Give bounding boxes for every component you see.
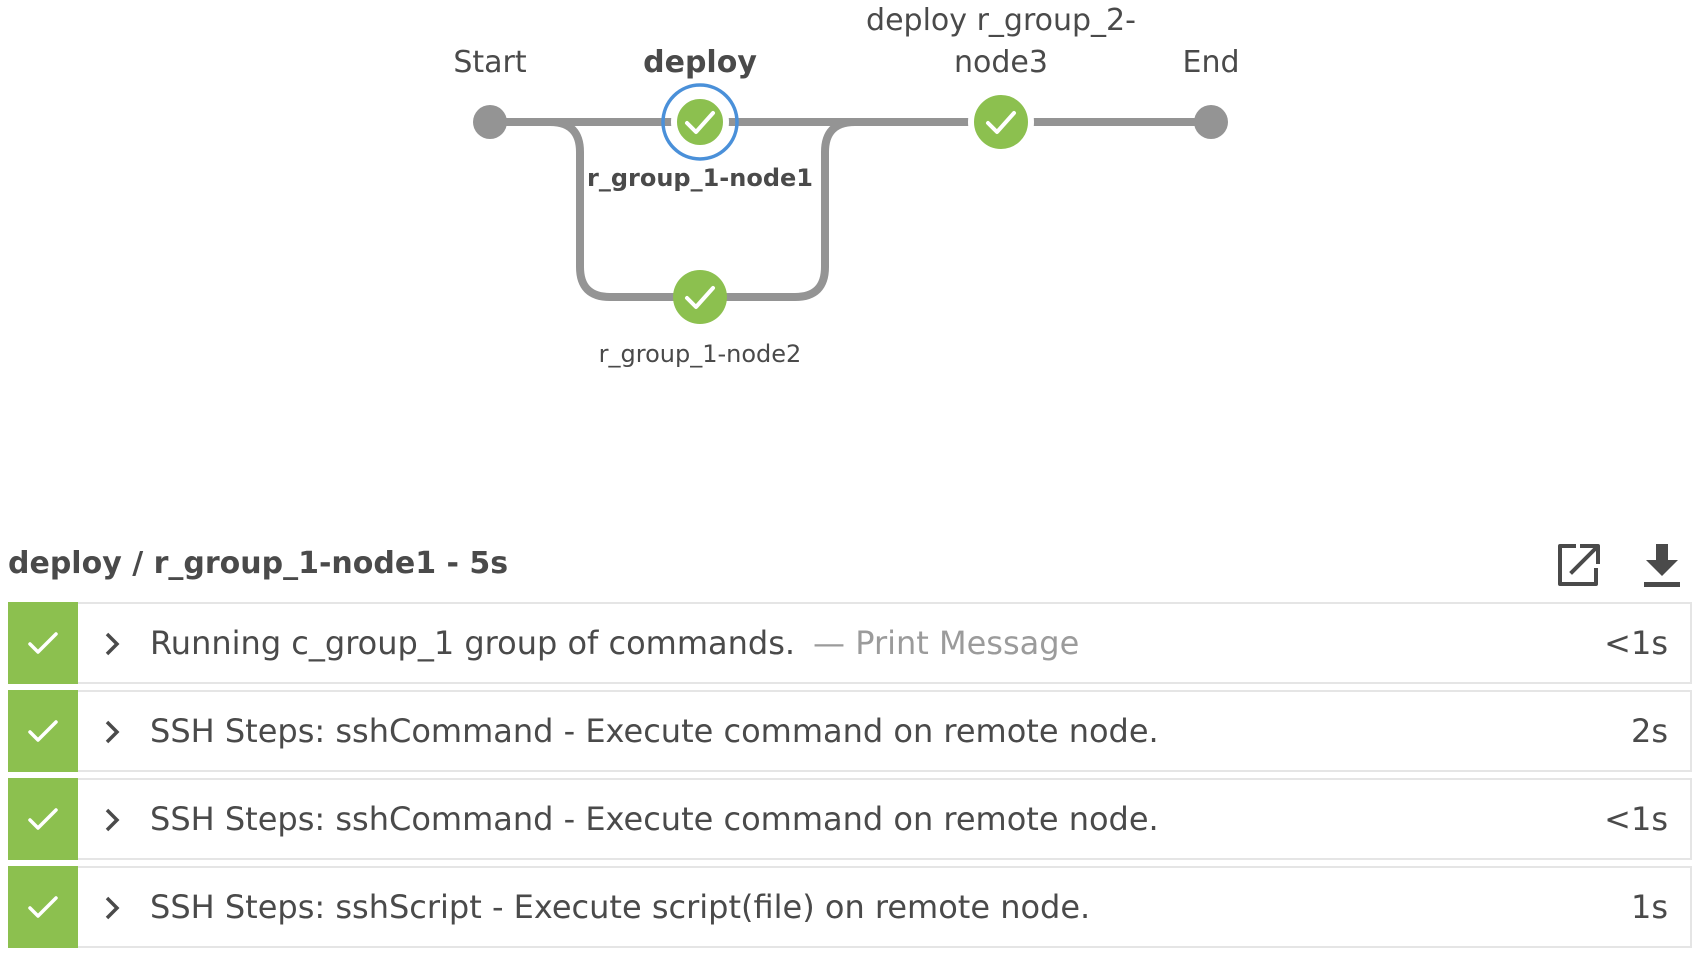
step-duration: 1s bbox=[1630, 888, 1668, 926]
step-duration: 2s bbox=[1630, 712, 1668, 750]
check-icon bbox=[28, 808, 58, 830]
step-title: SSH Steps: sshCommand - Execute command … bbox=[150, 712, 1159, 750]
check-icon bbox=[28, 896, 58, 918]
step-duration: <1s bbox=[1604, 624, 1668, 662]
stage-label-deploy-r-group-2-line1[interactable]: deploy r_group_2- bbox=[866, 3, 1136, 38]
check-icon bbox=[685, 111, 715, 134]
step-row[interactable]: Running c_group_1 group of commands. — Pr… bbox=[8, 602, 1692, 684]
step-status-success bbox=[8, 602, 78, 684]
step-row[interactable]: SSH Steps: sshCommand - Execute command … bbox=[8, 690, 1692, 772]
check-icon bbox=[986, 111, 1016, 134]
step-text: SSH Steps: sshCommand - Execute command … bbox=[150, 712, 1159, 750]
step-text: SSH Steps: sshScript - Execute script(fi… bbox=[150, 888, 1090, 926]
pipeline-graph: Start deploy deploy r_group_2- node3 End… bbox=[453, 3, 1239, 368]
step-subtext: — Print Message bbox=[813, 624, 1080, 662]
end-node bbox=[1194, 105, 1228, 139]
pipeline-connectors bbox=[486, 118, 1214, 301]
selected-ring bbox=[661, 83, 739, 161]
check-icon bbox=[28, 720, 58, 742]
log-steps: Running c_group_1 group of commands. — Pr… bbox=[8, 602, 1692, 948]
start-node bbox=[473, 105, 507, 139]
node3-status[interactable] bbox=[968, 89, 1034, 155]
step-title: SSH Steps: sshCommand - Execute command … bbox=[150, 800, 1159, 838]
log-panel: deploy / r_group_1-node1 - 5s Running c_… bbox=[8, 530, 1692, 954]
branch-label-node2[interactable]: r_group_1-node2 bbox=[599, 340, 802, 368]
download-icon[interactable] bbox=[1638, 540, 1686, 590]
check-icon bbox=[28, 632, 58, 654]
stage-label-end: End bbox=[1182, 45, 1239, 80]
step-row[interactable]: SSH Steps: sshScript - Execute script(fi… bbox=[8, 866, 1692, 948]
chevron-right-icon[interactable] bbox=[100, 894, 124, 922]
step-text: SSH Steps: sshCommand - Execute command … bbox=[150, 800, 1159, 838]
step-status-success bbox=[8, 690, 78, 772]
open-external-icon[interactable] bbox=[1554, 540, 1602, 590]
chevron-right-icon[interactable] bbox=[100, 630, 124, 658]
step-status-success bbox=[8, 778, 78, 860]
deploy-node1-status[interactable] bbox=[661, 83, 739, 161]
branch-label-node1[interactable]: r_group_1-node1 bbox=[587, 164, 813, 192]
step-duration: <1s bbox=[1604, 800, 1668, 838]
chevron-right-icon[interactable] bbox=[100, 806, 124, 834]
stage-label-deploy[interactable]: deploy bbox=[643, 45, 757, 80]
log-title: deploy / r_group_1-node1 - 5s bbox=[8, 546, 509, 581]
stage-label-deploy-r-group-2-line2[interactable]: node3 bbox=[954, 45, 1048, 80]
step-title: Running c_group_1 group of commands. bbox=[150, 624, 796, 662]
check-icon bbox=[685, 286, 715, 309]
step-status-success bbox=[8, 866, 78, 948]
stage-label-start: Start bbox=[453, 45, 527, 80]
node2-status[interactable] bbox=[673, 270, 727, 324]
step-title: SSH Steps: sshScript - Execute script(fi… bbox=[150, 888, 1091, 926]
step-text: Running c_group_1 group of commands. — Pr… bbox=[150, 624, 1079, 662]
chevron-right-icon[interactable] bbox=[100, 718, 124, 746]
log-header: deploy / r_group_1-node1 - 5s bbox=[8, 530, 1692, 602]
step-row[interactable]: SSH Steps: sshCommand - Execute command … bbox=[8, 778, 1692, 860]
